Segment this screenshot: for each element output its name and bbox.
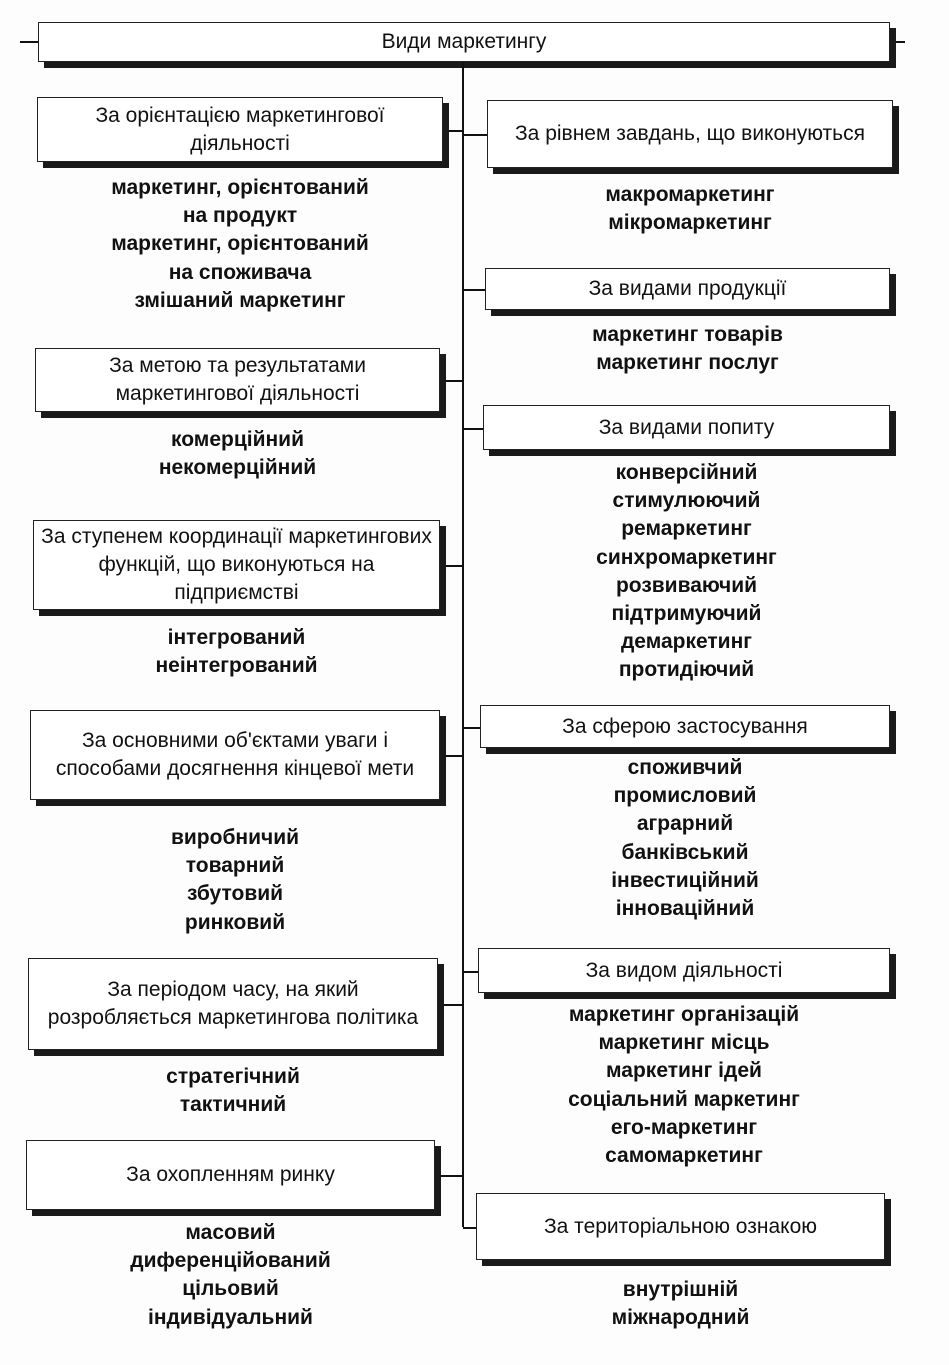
category-heading: За ступенем координації маркетингових фу… <box>41 525 432 604</box>
connector-line <box>440 380 463 382</box>
category-items: маркетинг товарів маркетинг послуг <box>485 321 890 377</box>
category-box: За видом діяльності <box>478 948 890 993</box>
category-items: внутрішній міжнародний <box>476 1276 885 1332</box>
category-box: За орієнтацією маркетингової діяльності <box>37 97 443 162</box>
connector-line <box>463 289 485 291</box>
category-box: За сферою застосування <box>480 705 890 748</box>
list-item: на споживача <box>168 260 312 284</box>
list-item: стимулюючий <box>612 489 761 513</box>
list-item: маркетинг, орієнтований <box>111 176 369 199</box>
connector-line <box>463 970 478 973</box>
category-box: За рівнем завдань, що виконуються <box>487 100 893 168</box>
category-box: За основними об'єктами уваги і способами… <box>30 710 440 800</box>
list-item: неінтегрований <box>155 654 318 678</box>
list-item: демаркетинг <box>620 630 753 654</box>
connector-line <box>438 1004 463 1006</box>
category-heading: За видами попиту <box>598 415 775 439</box>
category-items: макромаркетинг мікромаркетинг <box>487 181 893 237</box>
category-heading: За територіальною ознакою <box>543 1214 817 1238</box>
list-item: маркетинг місць <box>598 1031 770 1055</box>
list-item: диференційований <box>130 1249 331 1273</box>
category-box: За ступенем координації маркетингових фу… <box>33 520 440 610</box>
list-item: соціальний маркетинг <box>568 1087 800 1111</box>
category-heading: За видом діяльності <box>585 958 783 982</box>
list-item: цільовий <box>182 1277 279 1301</box>
category-items: конверсійний стимулюючий ремаркетинг синхро… <box>483 459 890 685</box>
category-heading: За охопленням ринку <box>126 1163 335 1186</box>
category-heading: За метою та результатами маркетингової д… <box>109 354 366 405</box>
list-item: розвиваючий <box>615 573 758 597</box>
list-item: некомерційний <box>158 456 317 480</box>
category-heading: За сферою застосування <box>562 714 808 738</box>
connector-line <box>463 726 480 729</box>
trunk-line <box>462 62 464 1227</box>
category-heading: За рівнем завдань, що виконуються <box>515 122 865 145</box>
list-item: збутовий <box>186 882 284 906</box>
category-box: За метою та результатами маркетингової д… <box>35 348 440 412</box>
list-item: масовий <box>185 1221 276 1244</box>
connector-line <box>440 755 463 757</box>
category-box: За видами попиту <box>483 405 890 450</box>
list-item: індивідуальний <box>148 1305 313 1329</box>
connector-line <box>435 1175 463 1177</box>
list-item: аграрний <box>636 812 734 836</box>
list-item: ринковий <box>184 910 286 934</box>
list-item: товарний <box>185 854 285 878</box>
category-box: За видами продукції <box>485 268 890 310</box>
list-item: підтримуючий <box>611 602 762 626</box>
category-items: комерційний некомерційний <box>35 426 440 482</box>
title: Види маркетингу <box>381 30 547 53</box>
connector-line <box>463 1226 476 1229</box>
connector-line <box>463 134 487 136</box>
list-item: его-маркетинг <box>610 1115 758 1139</box>
category-items: споживчий промисловий аграрний банківський і… <box>480 754 890 923</box>
category-heading: За періодом часу, на який розробляється … <box>47 978 419 1029</box>
list-item: самомаркетинг <box>605 1144 763 1168</box>
list-item: протидіючий <box>618 658 755 682</box>
category-items: маркетинг організацій маркетинг місць марк… <box>478 1001 890 1170</box>
list-item: маркетинг послуг <box>596 351 779 375</box>
connector-line <box>443 129 463 132</box>
list-item: промисловий <box>613 784 757 808</box>
title-box: Види маркетингу <box>38 22 890 62</box>
category-heading: За орієнтацією маркетингової діяльності <box>95 103 385 155</box>
list-item: виробничий <box>170 826 300 849</box>
list-item: макромаркетинг <box>605 183 775 206</box>
list-item: комерційний <box>171 428 304 451</box>
category-box: За територіальною ознакою <box>476 1193 885 1260</box>
category-heading: За основними об'єктами уваги і способами… <box>55 729 415 780</box>
list-item: інноваційний <box>615 897 755 921</box>
category-box: За періодом часу, на який розробляється … <box>28 958 438 1050</box>
list-item: споживчий <box>627 756 743 779</box>
connector-line <box>463 427 483 430</box>
list-item: стратегічний <box>166 1065 300 1088</box>
list-item: внутрішній <box>622 1278 739 1301</box>
list-item: конверсійний <box>615 461 758 484</box>
category-box: За охопленням ринку <box>26 1140 435 1210</box>
category-items: інтегрований неінтегрований <box>33 624 440 680</box>
list-item: на продукт <box>182 204 298 228</box>
list-item: маркетинг товарів <box>592 323 783 346</box>
list-item: мікромаркетинг <box>608 211 772 235</box>
list-item: синхромаркетинг <box>596 545 777 569</box>
list-item: маркетинг організацій <box>568 1003 800 1026</box>
list-item: тактичний <box>179 1093 287 1117</box>
list-item: змішаний маркетинг <box>134 288 346 312</box>
category-items: маркетинг, орієнтований на продукт маркети… <box>37 174 443 315</box>
category-items: масовий диференційований цільовий індивідуа… <box>26 1219 435 1332</box>
connector-line <box>440 565 463 567</box>
list-item: ремаркетинг <box>621 517 752 541</box>
list-item: маркетинг, орієнтований <box>111 232 369 256</box>
category-heading: За видами продукції <box>588 277 787 300</box>
list-item: міжнародний <box>611 1306 750 1330</box>
list-item: маркетинг ідей <box>606 1059 762 1083</box>
category-items: виробничий товарний збутовий ринковий <box>30 824 440 937</box>
list-item: банківський <box>621 840 749 864</box>
category-items: стратегічний тактичний <box>28 1063 438 1119</box>
list-item: інтегрований <box>167 626 306 649</box>
list-item: інвестиційний <box>611 868 759 892</box>
